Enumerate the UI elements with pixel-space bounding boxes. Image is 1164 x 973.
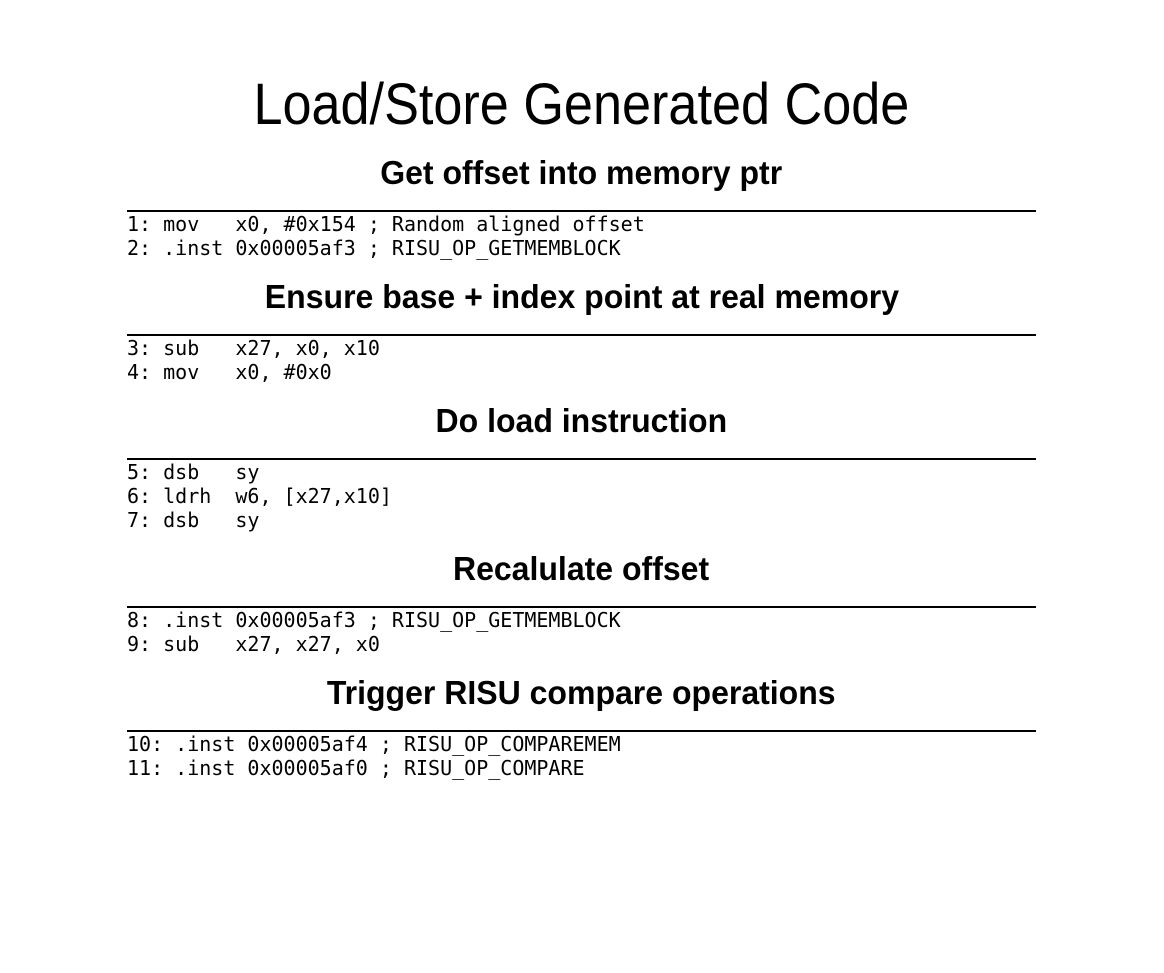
code-block-do-load: 5: dsb sy 6: ldrh w6, [x27,x10] 7: dsb s… <box>127 460 392 532</box>
section-get-offset: Get offset into memory ptr 1: mov x0, #0… <box>127 136 1036 260</box>
section-heading-text: Trigger RISU compare operations <box>327 674 836 711</box>
section-heading-get-offset: Get offset into memory ptr <box>127 136 1036 210</box>
section-recalculate-offset: Recalulate offset 8: .inst 0x00005af3 ; … <box>127 532 1036 656</box>
code-panel: 1: mov x0, #0x154 ; Random aligned offse… <box>127 210 1036 260</box>
code-block-trigger-compare: 10: .inst 0x00005af4 ; RISU_OP_COMPAREME… <box>127 732 621 780</box>
slide-title-text: Load/Store Generated Code <box>253 72 910 137</box>
code-block-recalculate-offset: 8: .inst 0x00005af3 ; RISU_OP_GETMEMBLOC… <box>127 608 621 656</box>
section-heading-ensure-base: Ensure base + index point at real memory <box>127 260 1036 334</box>
code-panel: 8: .inst 0x00005af3 ; RISU_OP_GETMEMBLOC… <box>127 606 1036 656</box>
slide-title: Load/Store Generated Code <box>127 74 1036 136</box>
code-block-get-offset: 1: mov x0, #0x154 ; Random aligned offse… <box>127 212 645 260</box>
code-panel: 5: dsb sy 6: ldrh w6, [x27,x10] 7: dsb s… <box>127 458 1036 532</box>
section-do-load: Do load instruction 5: dsb sy 6: ldrh w6… <box>127 384 1036 532</box>
section-heading-text: Get offset into memory ptr <box>380 154 783 191</box>
code-panel: 3: sub x27, x0, x10 4: mov x0, #0x0 <box>127 334 1036 384</box>
section-heading-trigger-compare: Trigger RISU compare operations <box>127 656 1036 730</box>
section-heading-text: Do load instruction <box>435 402 728 439</box>
section-heading-text: Recalulate offset <box>453 550 710 587</box>
section-heading-recalculate-offset: Recalulate offset <box>127 532 1036 606</box>
section-trigger-compare: Trigger RISU compare operations 10: .ins… <box>127 656 1036 780</box>
slide: Load/Store Generated Code Get offset int… <box>127 74 1036 780</box>
code-block-ensure-base: 3: sub x27, x0, x10 4: mov x0, #0x0 <box>127 336 380 384</box>
section-heading-text: Ensure base + index point at real memory <box>264 278 899 315</box>
section-heading-do-load: Do load instruction <box>127 384 1036 458</box>
section-ensure-base: Ensure base + index point at real memory… <box>127 260 1036 384</box>
code-panel: 10: .inst 0x00005af4 ; RISU_OP_COMPAREME… <box>127 730 1036 780</box>
